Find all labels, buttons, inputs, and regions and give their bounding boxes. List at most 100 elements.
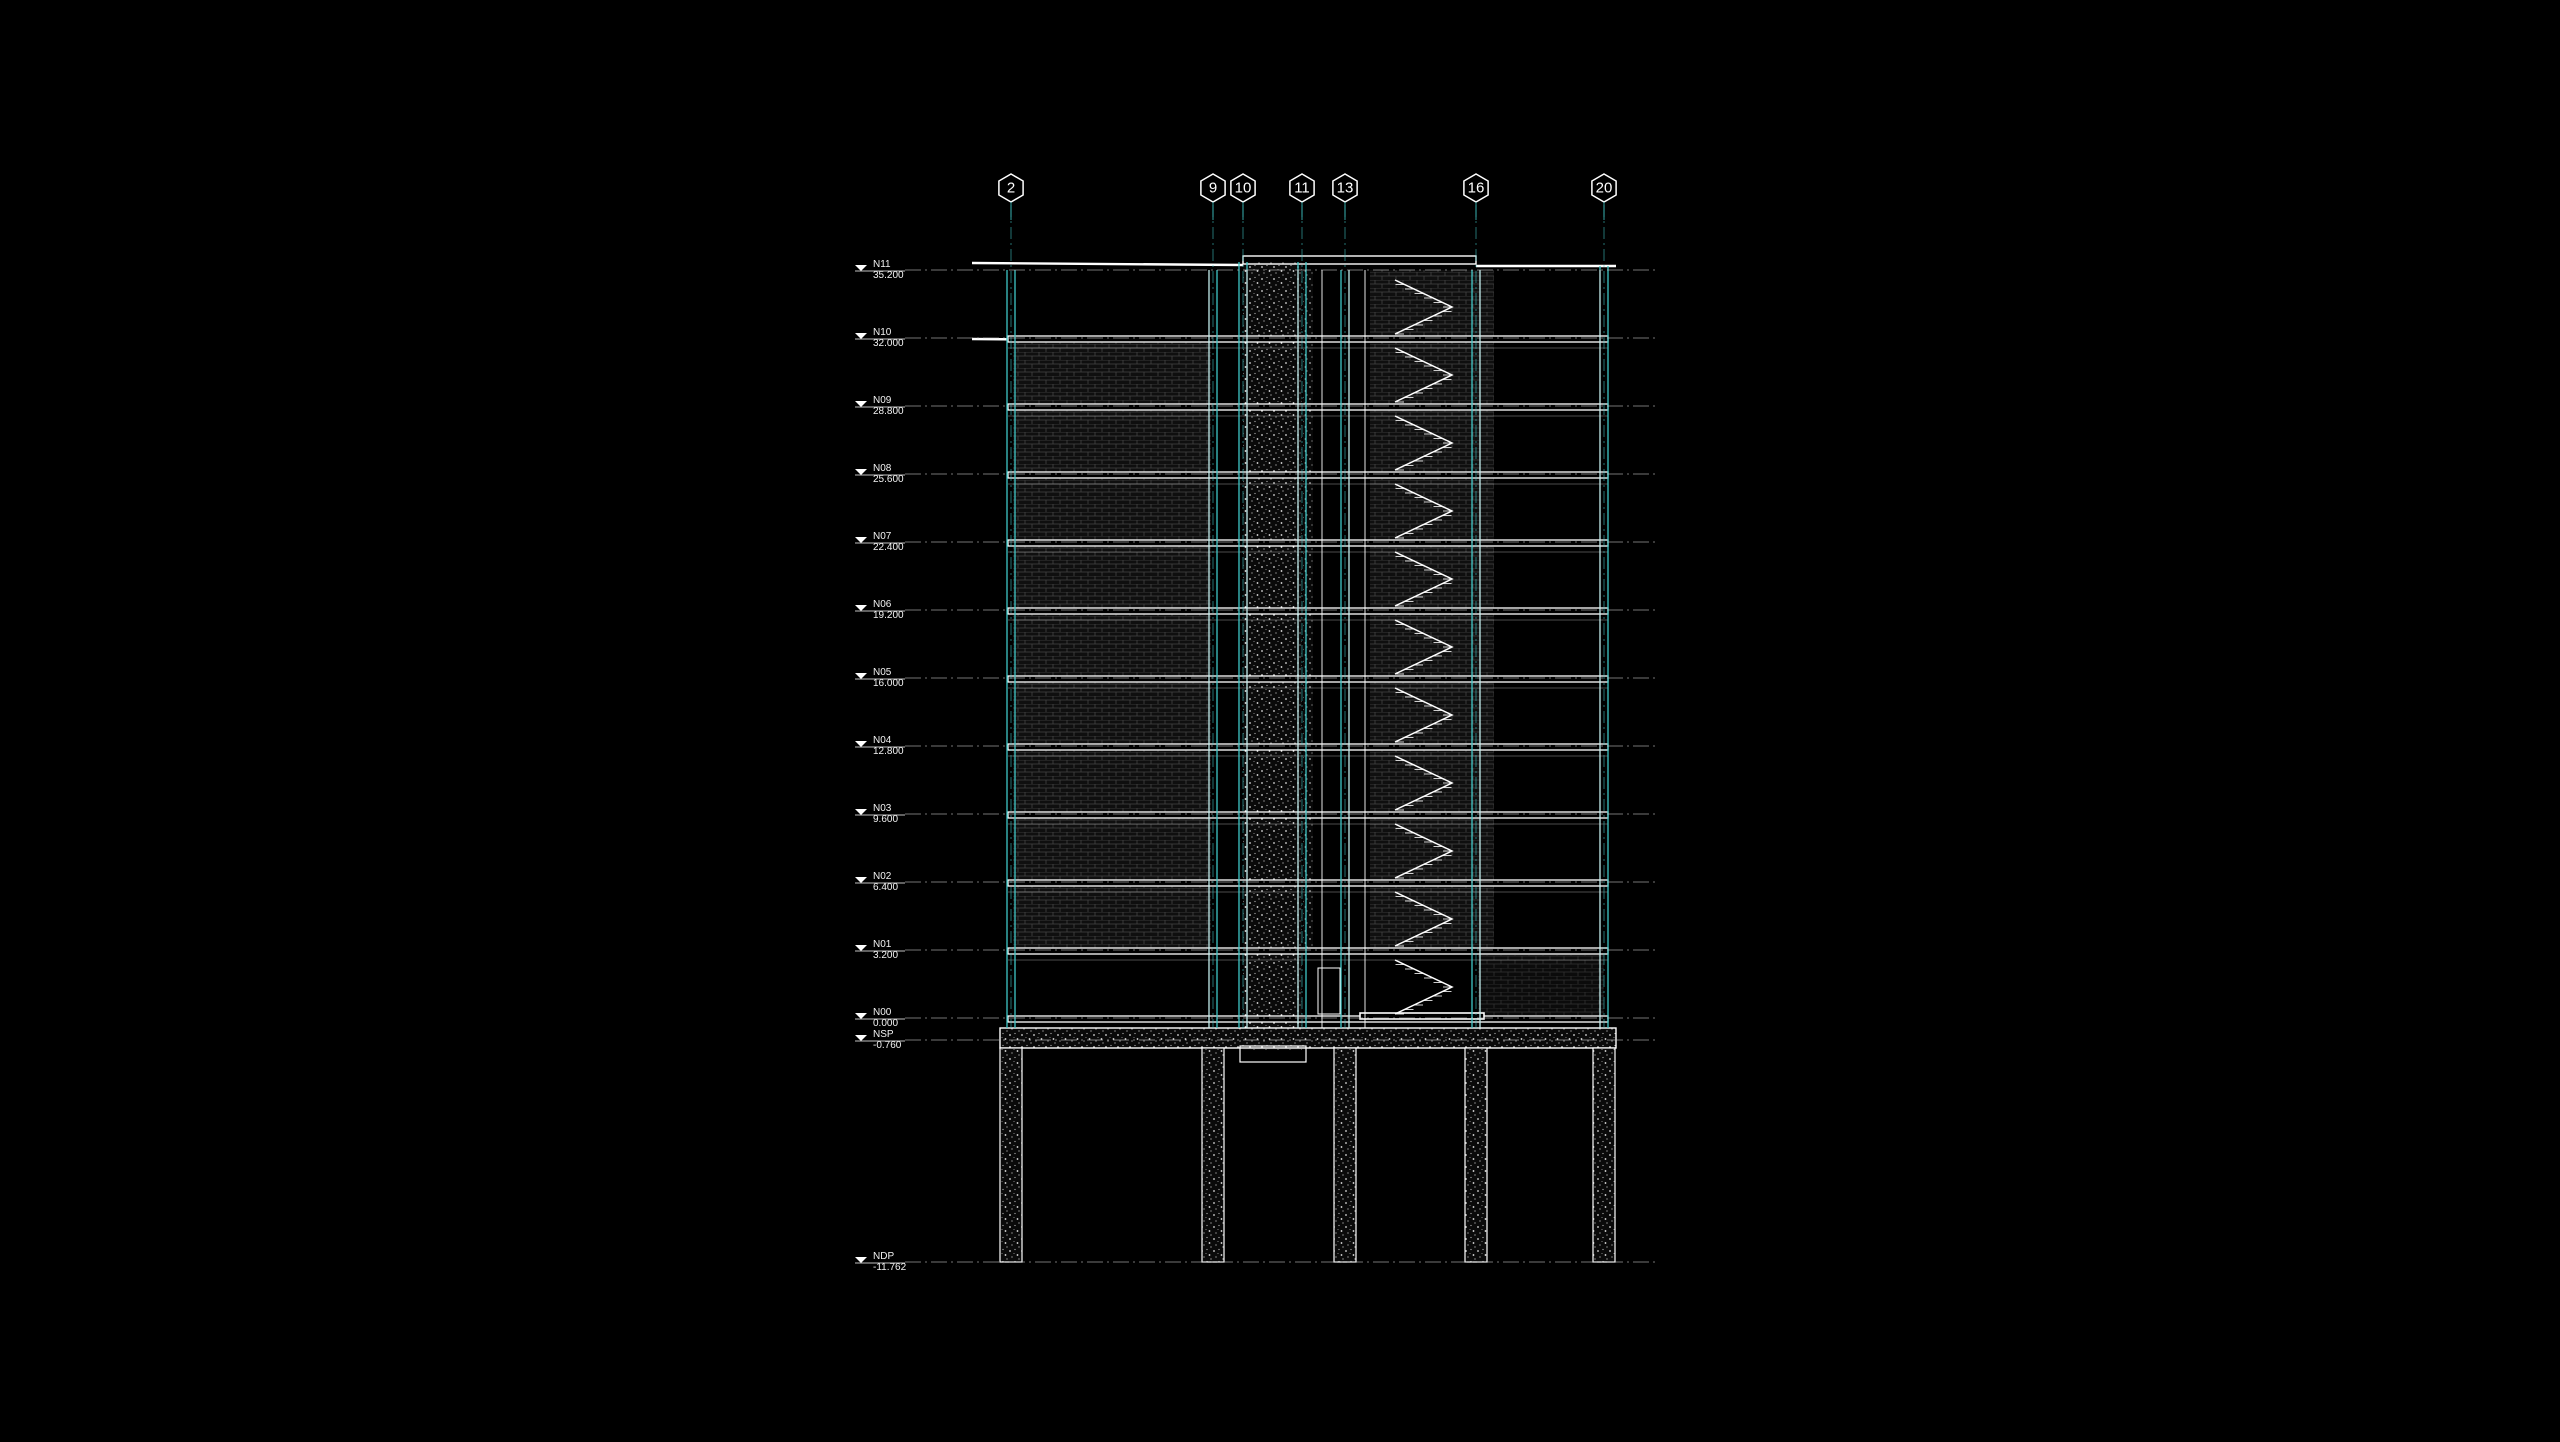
grid-axis-marker: 10 xyxy=(1230,173,1256,220)
west-wall-hatch xyxy=(1013,338,1211,952)
grid-axis-marker: 11 xyxy=(1289,173,1315,220)
foundation-beam xyxy=(999,1027,1617,1049)
level-name: N08 xyxy=(873,463,892,474)
grid-axis-marker: 13 xyxy=(1332,173,1358,220)
ground-slab xyxy=(1359,1012,1485,1020)
level-elevation: -0.760 xyxy=(873,1040,902,1051)
floor-slab xyxy=(1007,539,1609,547)
level-name: NSP xyxy=(873,1029,894,1040)
core-pit xyxy=(1239,1045,1307,1063)
level-triangle-icon xyxy=(855,469,867,475)
level-elevation: 9.600 xyxy=(873,814,898,825)
level-elevation: 25.600 xyxy=(873,474,904,485)
level-name: N09 xyxy=(873,395,892,406)
pile xyxy=(1201,1047,1225,1263)
level-triangle-icon xyxy=(855,945,867,951)
level-name: N00 xyxy=(873,1007,892,1018)
floor-slab xyxy=(1007,879,1609,887)
level-triangle-icon xyxy=(855,809,867,815)
floor-slab xyxy=(1007,1015,1609,1023)
level-name: N05 xyxy=(873,667,892,678)
level-triangle-icon xyxy=(855,673,867,679)
level-elevation: 19.200 xyxy=(873,610,904,621)
grid-axis-label: 10 xyxy=(1235,180,1252,197)
wall-hatch-layer xyxy=(1000,262,1616,1050)
level-triangle-icon xyxy=(855,1257,867,1263)
level-marker: NSP-0.760 xyxy=(855,1029,1655,1051)
grid-axis-label: 16 xyxy=(1468,180,1485,197)
grid-axis-marker: 20 xyxy=(1591,173,1617,220)
level-elevation: 0.000 xyxy=(873,1018,898,1029)
level-name: N07 xyxy=(873,531,892,542)
level-name: N04 xyxy=(873,735,892,746)
stair-layer xyxy=(1394,279,1454,1015)
structure-layer xyxy=(971,205,1617,1263)
pile-cap-fill xyxy=(1000,1028,1616,1048)
grid-axis-label: 20 xyxy=(1596,180,1613,197)
level-elevation: 12.800 xyxy=(873,746,904,757)
grid-axis-label: 9 xyxy=(1209,180,1217,197)
level-name: N10 xyxy=(873,327,892,338)
level-elevation: -11.762 xyxy=(873,1262,907,1273)
level-elevation: 6.400 xyxy=(873,882,898,893)
level-triangle-icon xyxy=(855,877,867,883)
level-elevation: 32.000 xyxy=(873,338,904,349)
level-name: N03 xyxy=(873,803,892,814)
pile xyxy=(1333,1047,1357,1263)
floor-slab xyxy=(1007,811,1609,819)
floor-slab xyxy=(1007,471,1609,479)
floor-slab xyxy=(1007,743,1609,751)
level-elevation: 22.400 xyxy=(873,542,904,553)
level-name: N01 xyxy=(873,939,892,950)
level-name: N06 xyxy=(873,599,892,610)
grid-axis-marker: 9 xyxy=(1200,173,1226,220)
level-elevation: 28.800 xyxy=(873,406,904,417)
grid-axis-label: 11 xyxy=(1294,180,1310,197)
level-triangle-icon xyxy=(855,537,867,543)
ground-door xyxy=(1317,967,1341,1015)
level-triangle-icon xyxy=(855,333,867,339)
ground-room-hatch xyxy=(1478,955,1604,1015)
level-triangle-icon xyxy=(855,605,867,611)
level-name: N11 xyxy=(873,259,891,270)
grid-axis-markers: 2 9 10 11 13 16 20 xyxy=(998,173,1617,220)
level-triangle-icon xyxy=(855,1013,867,1019)
floor-slab xyxy=(1007,607,1609,615)
level-name: NDP xyxy=(873,1251,894,1262)
level-name: N02 xyxy=(873,871,892,882)
level-triangle-icon xyxy=(855,265,867,271)
level-elevation: 35.200 xyxy=(873,270,904,281)
level-elevation: 3.200 xyxy=(873,950,898,961)
pile xyxy=(999,1047,1023,1263)
grid-axis-label: 2 xyxy=(1007,180,1015,197)
grid-axis-marker: 16 xyxy=(1463,173,1489,220)
grid-axis-label: 13 xyxy=(1337,180,1354,197)
grid-axis-marker: 2 xyxy=(998,173,1024,220)
level-marker: NDP-11.762 xyxy=(855,1251,1655,1273)
level-markers: N1135.200N1032.000N0928.800N0825.600N072… xyxy=(855,259,1655,1273)
level-elevation: 16.000 xyxy=(873,678,904,689)
pile xyxy=(1592,1047,1616,1263)
core-concrete-fill xyxy=(1243,262,1302,1050)
pile xyxy=(1464,1047,1488,1263)
floor-slab xyxy=(1007,335,1609,343)
floor-slab xyxy=(1007,675,1609,683)
level-triangle-icon xyxy=(855,401,867,407)
level-triangle-icon xyxy=(855,741,867,747)
level-triangle-icon xyxy=(855,1035,867,1041)
roof-slab-west xyxy=(971,261,1244,267)
floor-slab xyxy=(1007,947,1609,955)
